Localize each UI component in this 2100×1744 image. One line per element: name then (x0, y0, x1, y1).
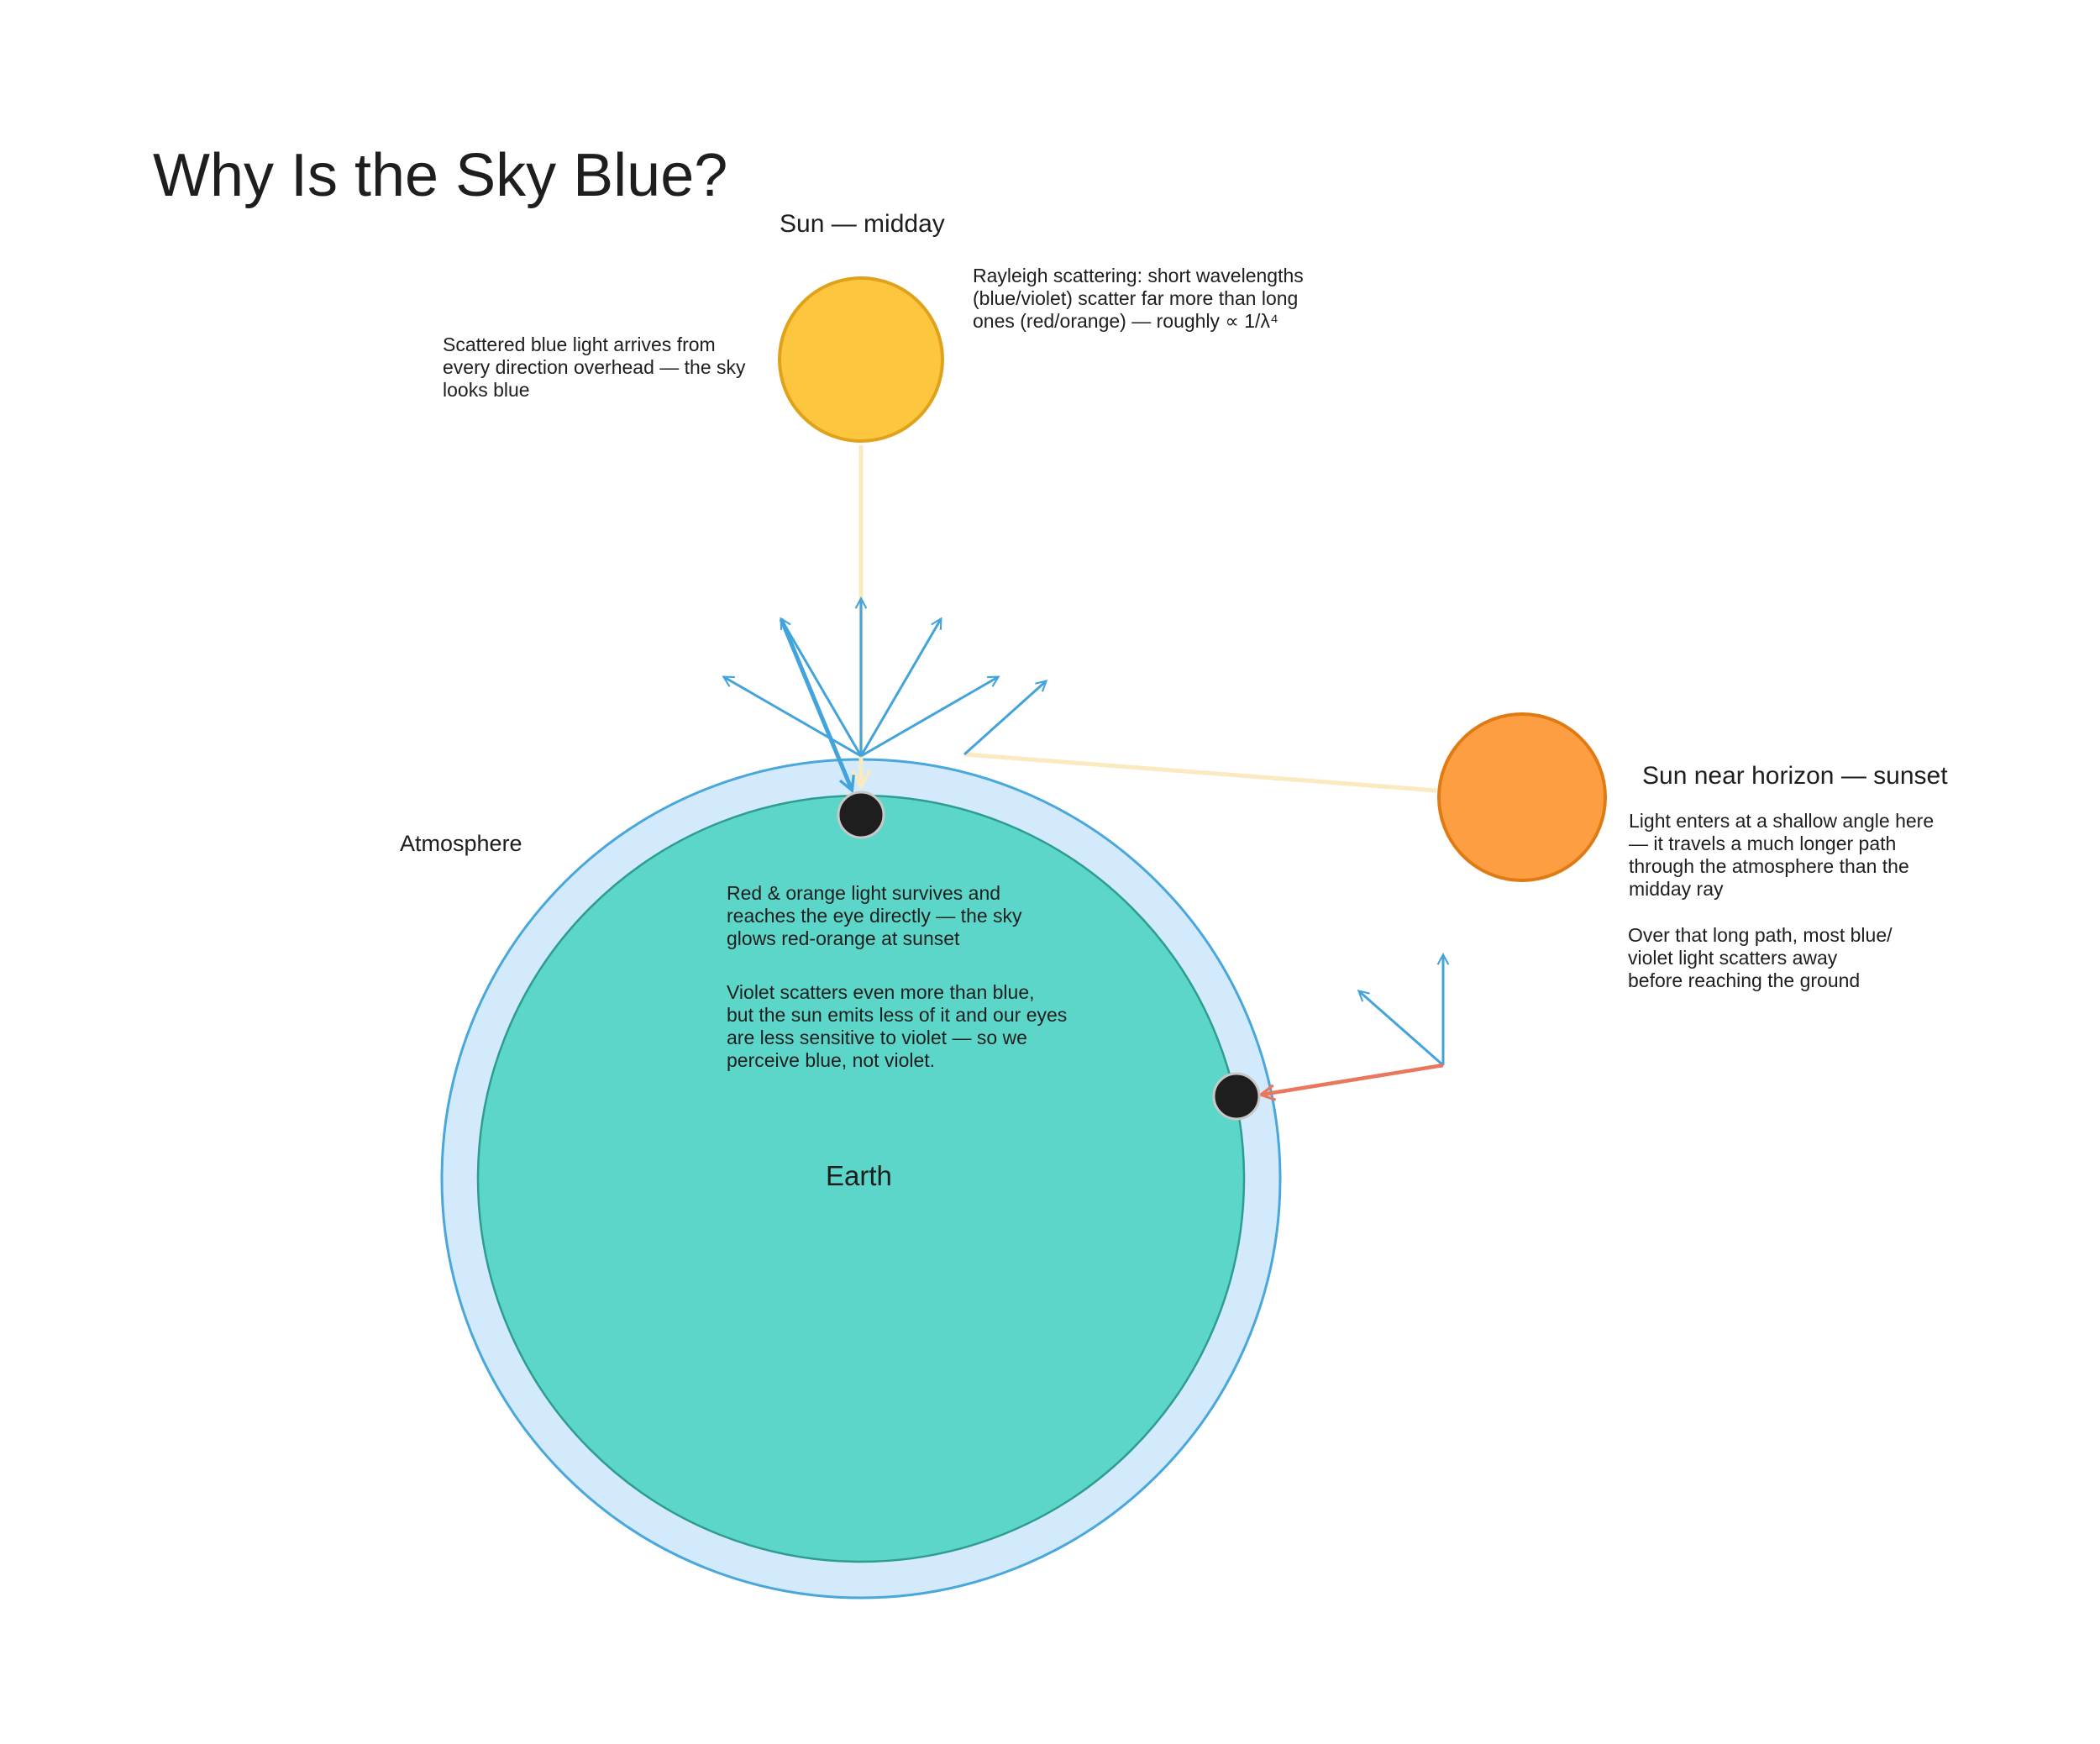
red-orange-note: Red & orange light survives and reaches … (727, 882, 1022, 949)
rayleigh-note: Rayleigh scattering: short wavelengths (… (973, 265, 1304, 332)
scattered-blue-note: Scattered blue light arrives from every … (443, 334, 746, 401)
diagram-title: Why Is the Sky Blue? (153, 142, 728, 209)
long-path-note: Over that long path, most blue/ violet l… (1628, 924, 1893, 991)
sun-sunset (1437, 712, 1607, 882)
shallow-angle-note: Light enters at a shallow angle here — i… (1629, 810, 1935, 900)
observer-sunset (1212, 1072, 1261, 1121)
scatter-arrow (963, 679, 1048, 756)
violet-note: Violet scatters even more than blue, but… (727, 981, 1068, 1071)
scatter-arrow (859, 617, 942, 757)
sun-midday (778, 276, 944, 443)
scatter-arrow (1357, 990, 1444, 1067)
sunset-scatter-arrows (1262, 952, 1450, 1095)
blue-light-to-observer-arrow (779, 618, 852, 790)
scatter-arrow (780, 617, 863, 757)
sunset-sunlight-ray (963, 752, 1437, 793)
sun-midday-label: Sun — midday (780, 210, 945, 238)
scatter-arrow (860, 675, 1000, 758)
observer-midday (837, 791, 885, 839)
red-light-arrow (1262, 1063, 1444, 1095)
earth-label: Earth (826, 1160, 892, 1191)
sun-sunset-label: Sun near horizon — sunset (1642, 762, 1948, 790)
scatter-arrow (722, 675, 862, 758)
atmosphere-label: Atmosphere (400, 831, 522, 856)
midday-scatter-arrows (722, 596, 1048, 790)
